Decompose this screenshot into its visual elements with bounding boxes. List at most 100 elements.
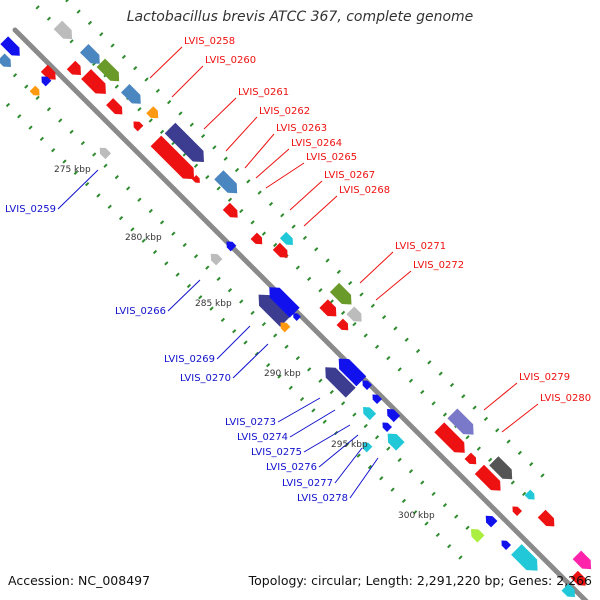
gene-arrow[interactable] xyxy=(329,282,356,309)
track-dot xyxy=(288,385,293,390)
gene-arrow[interactable] xyxy=(336,318,352,334)
gene-arrow[interactable] xyxy=(29,85,43,99)
gene-arrow[interactable] xyxy=(464,452,480,468)
track-dot xyxy=(266,363,271,368)
gene-arrow[interactable] xyxy=(81,69,111,99)
track-dot xyxy=(261,231,267,236)
track-dot xyxy=(483,416,489,422)
track-dot xyxy=(472,405,477,410)
track-dot xyxy=(216,186,221,191)
track-dot xyxy=(234,167,240,173)
gene-arrow[interactable] xyxy=(224,239,237,252)
gene-arrow[interactable] xyxy=(39,74,52,87)
track-dot xyxy=(87,20,93,26)
track-dot xyxy=(17,114,22,119)
gene-arrow[interactable] xyxy=(447,408,478,439)
gene-label-top: LVIS_0258 xyxy=(184,36,235,47)
gene-arrow[interactable] xyxy=(483,513,498,528)
gene-label-bottom: LVIS_0276 xyxy=(266,462,317,473)
gene-arrow[interactable] xyxy=(250,232,266,248)
gene-arrow[interactable] xyxy=(360,404,377,421)
track-dot xyxy=(114,174,119,180)
track-dot xyxy=(268,201,274,207)
track-dot xyxy=(404,337,409,342)
gene-arrow[interactable] xyxy=(346,306,365,325)
track-dot xyxy=(193,254,199,259)
gene-arrow[interactable] xyxy=(278,320,291,333)
gene-arrow[interactable] xyxy=(511,544,543,576)
gene-arrow[interactable] xyxy=(537,509,559,531)
gene-arrow[interactable] xyxy=(570,570,589,589)
gene-arrow[interactable] xyxy=(334,354,367,387)
gene-arrow[interactable] xyxy=(572,550,596,574)
gene-arrow[interactable] xyxy=(214,170,242,198)
track-dot xyxy=(386,355,391,361)
track-dot xyxy=(540,473,545,478)
gene-arrow[interactable] xyxy=(106,98,126,118)
track-dot xyxy=(62,159,67,164)
track-dot xyxy=(427,360,432,365)
gene-label-top: LVIS_0271 xyxy=(395,241,446,252)
gene-arrow[interactable] xyxy=(474,464,505,495)
track-dot xyxy=(390,487,395,492)
track-dot xyxy=(329,389,334,395)
gene-arrow[interactable] xyxy=(120,83,145,108)
gene-arrow[interactable] xyxy=(510,504,523,517)
gene-arrow[interactable] xyxy=(380,420,393,433)
gene-arrow[interactable] xyxy=(319,299,340,320)
track-dot xyxy=(209,306,214,311)
track-dot xyxy=(295,355,300,361)
gene-arrow[interactable] xyxy=(561,583,579,600)
gene-arrow[interactable] xyxy=(146,106,162,122)
gene-arrow[interactable] xyxy=(360,440,373,453)
track-dot xyxy=(159,129,165,134)
label-leader-line xyxy=(375,270,412,301)
gene-label-top: LVIS_0268 xyxy=(339,185,390,196)
gene-arrow[interactable] xyxy=(499,538,512,551)
gene-arrow[interactable] xyxy=(97,145,112,160)
label-leader-line xyxy=(483,382,518,411)
track-dot xyxy=(35,5,40,10)
gene-arrow[interactable] xyxy=(222,202,241,221)
gene-arrow[interactable] xyxy=(253,289,291,327)
track-dot xyxy=(80,141,86,146)
gene-arrow[interactable] xyxy=(150,135,200,185)
gene-arrow[interactable] xyxy=(370,392,383,405)
gene-label-top: LVIS_0260 xyxy=(205,55,256,66)
gene-arrow[interactable] xyxy=(164,122,210,168)
gene-arrow[interactable] xyxy=(96,58,124,86)
gene-arrow[interactable] xyxy=(279,231,296,248)
gene-arrow[interactable] xyxy=(53,20,77,44)
gene-arrow[interactable] xyxy=(524,489,538,503)
gene-arrow[interactable] xyxy=(383,429,405,451)
track-dot xyxy=(506,439,511,444)
gene-arrow[interactable] xyxy=(384,406,401,423)
track-dot xyxy=(277,374,282,379)
gene-arrow[interactable] xyxy=(291,311,301,321)
gene-arrow[interactable] xyxy=(0,36,23,59)
gene-arrow[interactable] xyxy=(0,53,14,71)
track-dot xyxy=(5,102,11,108)
track-dot xyxy=(438,371,443,376)
gene-arrow[interactable] xyxy=(489,456,517,484)
gene-label-bottom: LVIS_0275 xyxy=(251,447,302,458)
gene-arrow[interactable] xyxy=(264,282,300,318)
track-dot xyxy=(299,396,305,402)
gene-arrow[interactable] xyxy=(66,60,85,79)
gene-arrow[interactable] xyxy=(272,242,291,261)
gene-arrow[interactable] xyxy=(131,119,144,132)
track-dot xyxy=(420,480,425,485)
gene-arrow[interactable] xyxy=(40,64,59,83)
label-leader-line xyxy=(149,46,183,79)
gene-arrow[interactable] xyxy=(320,362,356,398)
gene-arrow[interactable] xyxy=(468,526,485,543)
track-dot xyxy=(442,412,448,417)
gene-arrow[interactable] xyxy=(360,378,373,391)
track-dot xyxy=(121,54,127,59)
gene-arrow[interactable] xyxy=(192,175,202,185)
gene-arrow[interactable] xyxy=(79,43,104,68)
gene-arrow[interactable] xyxy=(208,251,223,266)
gene-label-top: LVIS_0279 xyxy=(519,372,570,383)
gene-arrow[interactable] xyxy=(434,422,469,457)
